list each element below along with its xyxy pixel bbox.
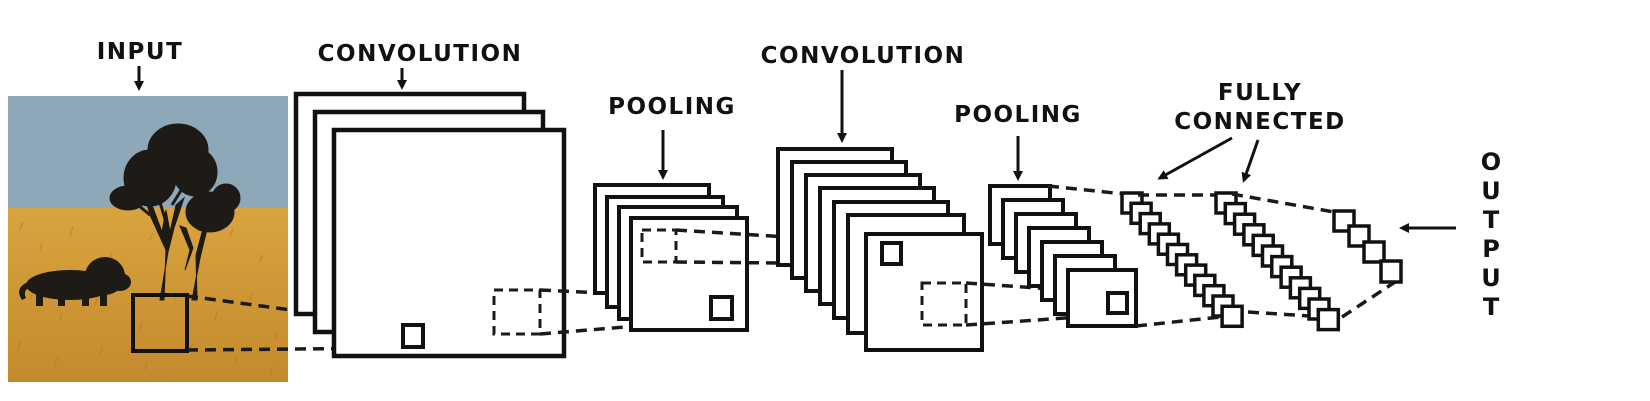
lion-silhouette [19,257,131,306]
fully-connected-arrow-1 [1157,136,1233,180]
output-label-letter: U [1481,264,1501,292]
pooling-2-label: POOLING [954,102,1082,128]
conv-window [640,228,678,264]
pooling-window [920,281,968,327]
convolution-layer-1 [293,91,567,359]
conv-kernel-window [880,241,903,266]
output-label-letter: P [1482,235,1500,263]
output-label-letter: O [1481,148,1501,176]
projection-line [1341,280,1396,319]
pooling-layer-2 [988,184,1138,328]
output-neuron [1379,259,1403,284]
pooling-window [492,288,542,336]
input-image [8,96,288,382]
convolution-1-label: CONVOLUTION [318,41,523,67]
pooling-layer-1 [593,183,749,332]
fully-connected-layer-2 [1214,191,1341,332]
output-label-letter: T [1483,206,1500,234]
fc-neuron [1220,304,1244,329]
output-label-letter: T [1483,293,1500,321]
output-label-letter: U [1481,177,1501,205]
conv-kernel-window [401,323,425,349]
pooled-unit [1106,291,1129,315]
projection-line [539,318,711,336]
projection-line [1231,192,1335,214]
pooled-unit [709,295,734,321]
input-receptive-field [131,293,189,353]
fully-connected-label-line1: FULLY [1218,80,1302,106]
output-label: O U T P U T [1481,148,1501,321]
acacia-trees [109,123,241,301]
fully-connected-label-line2: CONNECTED [1174,109,1346,135]
convolution-layer-2 [776,147,984,352]
output-neuron [1362,240,1386,264]
fully-connected-layer-1 [1120,191,1244,329]
pooling-1-label: POOLING [608,94,736,120]
projection-line [1047,184,1125,196]
input-label: INPUT [97,39,184,65]
feature-map [331,127,567,359]
output-layer [1332,209,1403,284]
fc-neuron [1316,307,1341,332]
projection-line [539,288,711,300]
convolution-2-label: CONVOLUTION [761,43,966,69]
fully-connected-arrow-2 [1241,139,1260,183]
